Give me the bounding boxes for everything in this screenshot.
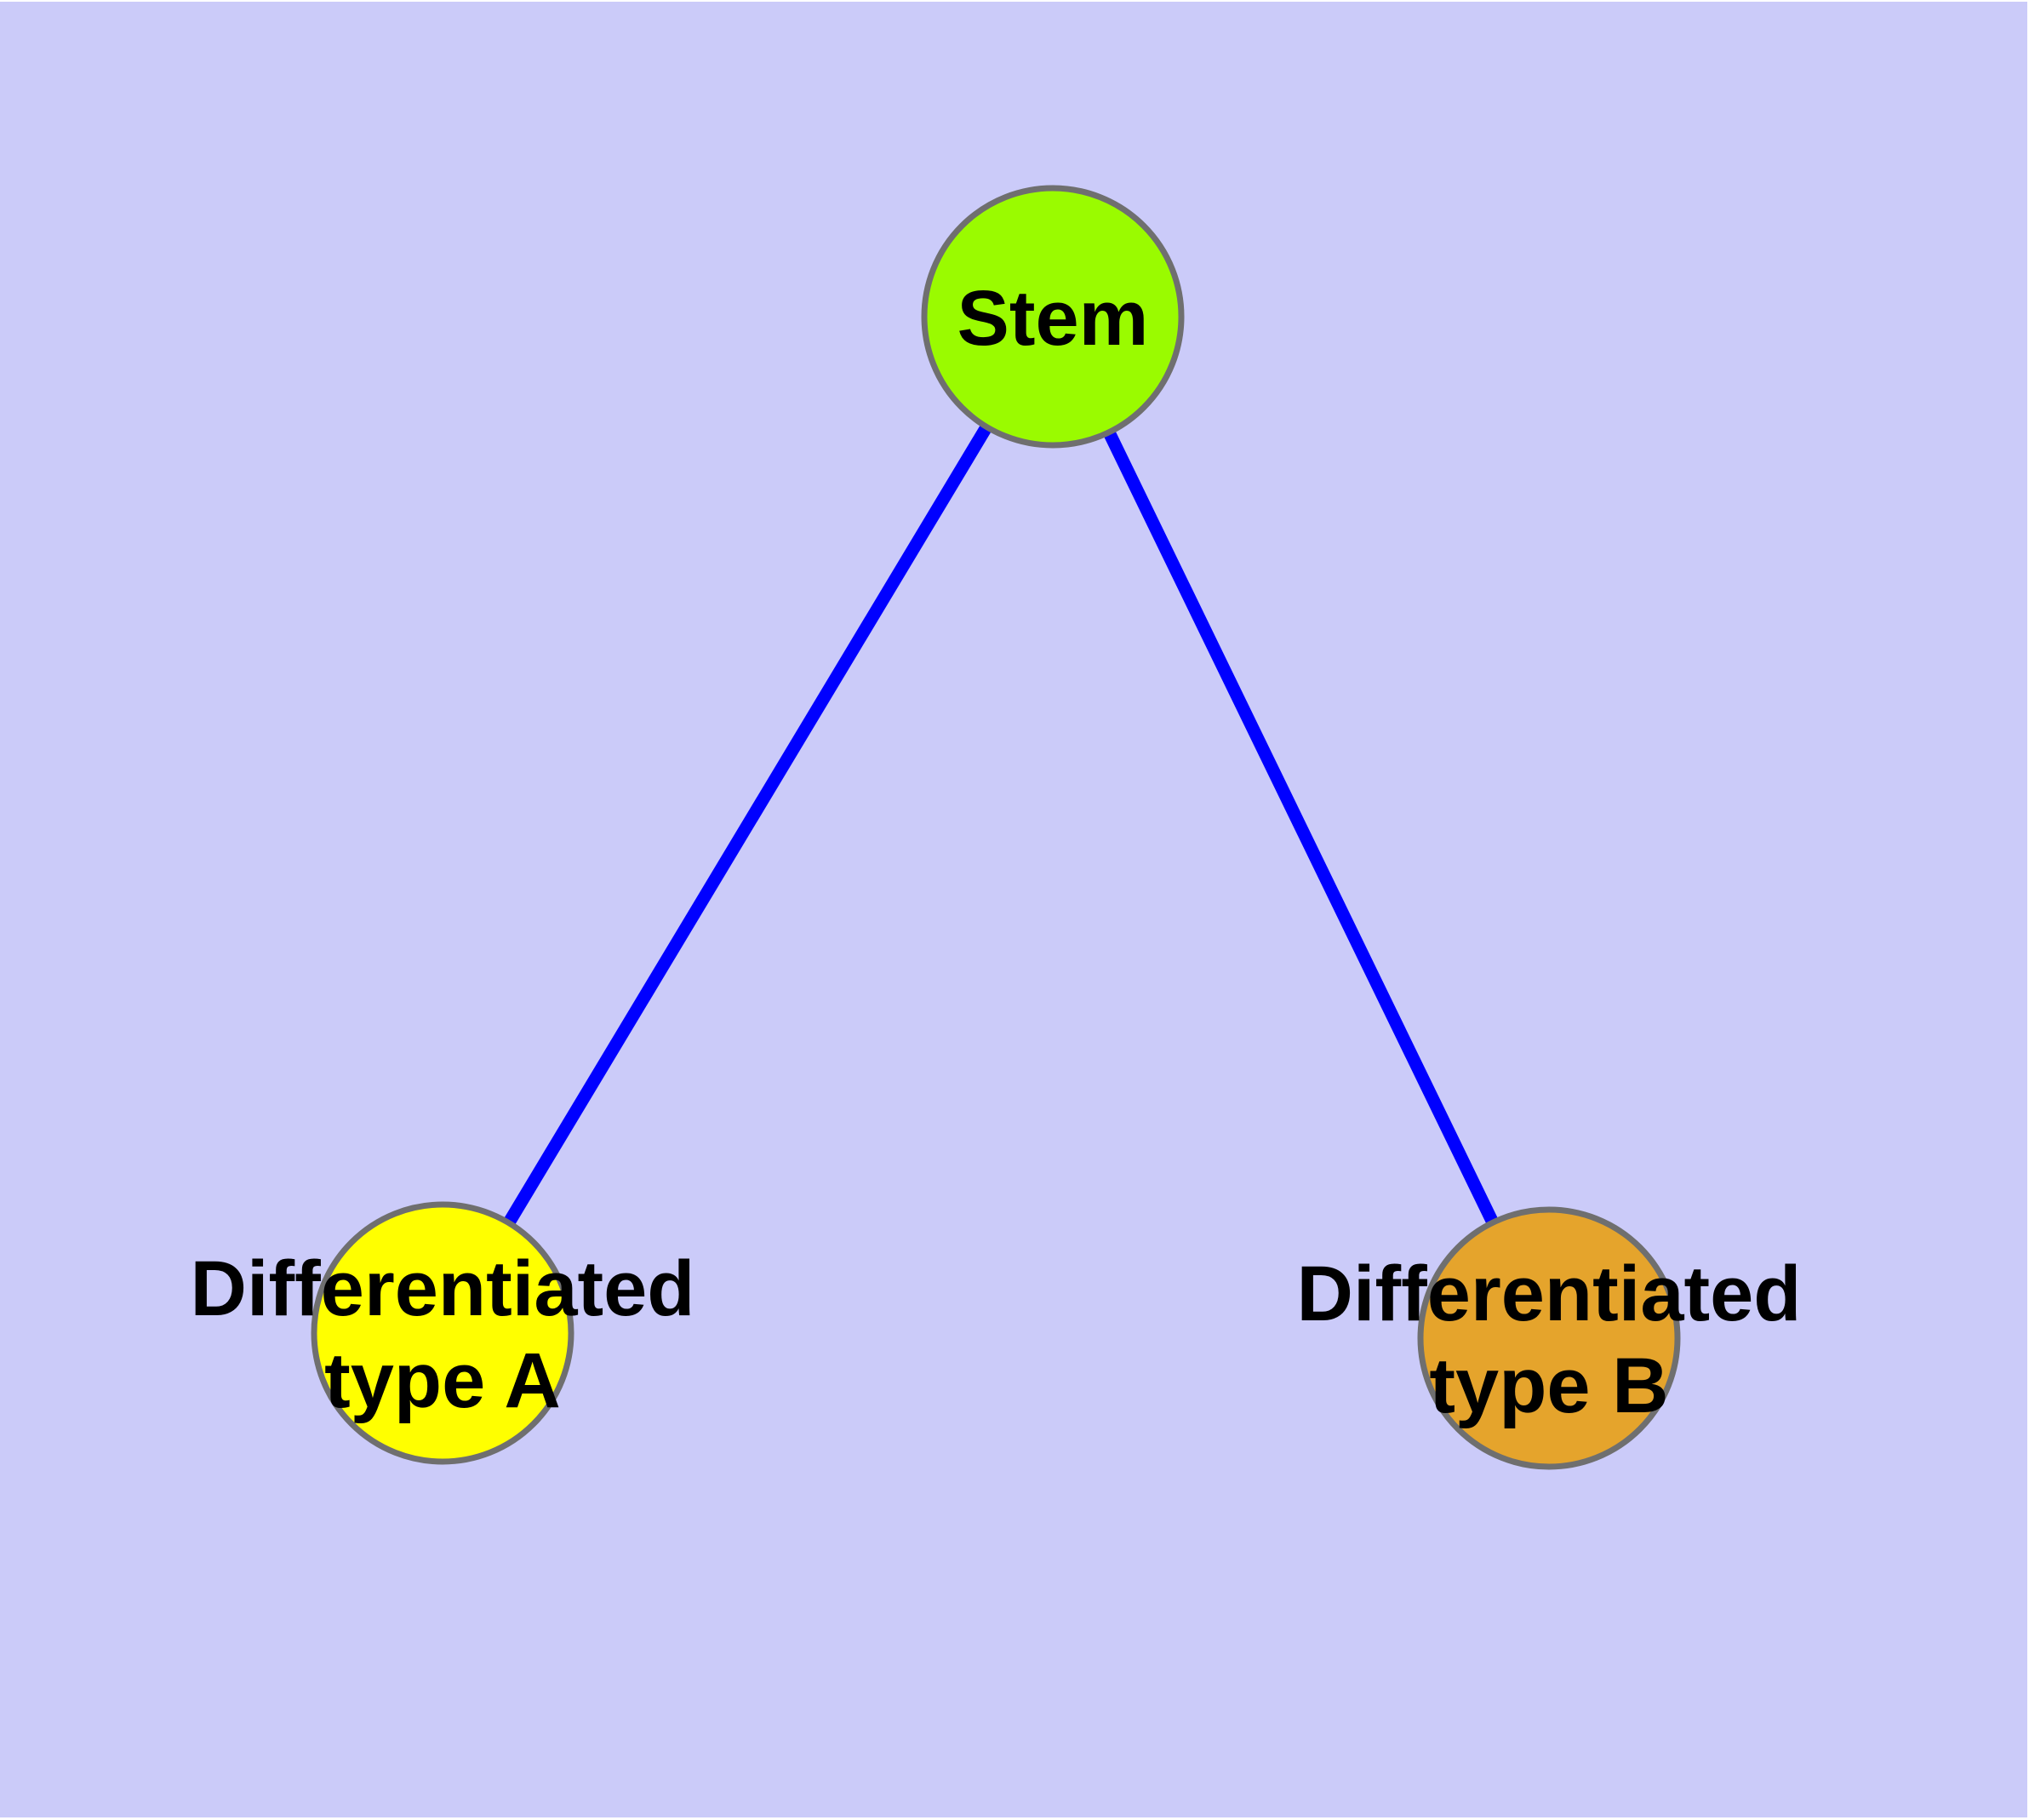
node-differentiated-type-b: Differentiated type B [1297,1206,1802,1470]
node-differentiated-type-a: Differentiated type A [191,1201,695,1465]
node-stem-circle [921,185,1185,449]
node-type-a-label-line2: type A [324,1337,561,1424]
node-type-b-label-line2: type B [1429,1342,1668,1429]
node-stem-label: Stem [957,275,1149,362]
node-type-a-label-line1: Differentiated [191,1245,695,1332]
edge-stem-to-type-b [1047,313,1555,1342]
node-stem: Stem [921,185,1185,449]
node-type-a-circle [311,1201,574,1465]
edge-stem-to-type-a [437,313,1059,1336]
node-type-b-circle [1417,1206,1681,1470]
node-type-b-label-line1: Differentiated [1297,1251,1802,1337]
